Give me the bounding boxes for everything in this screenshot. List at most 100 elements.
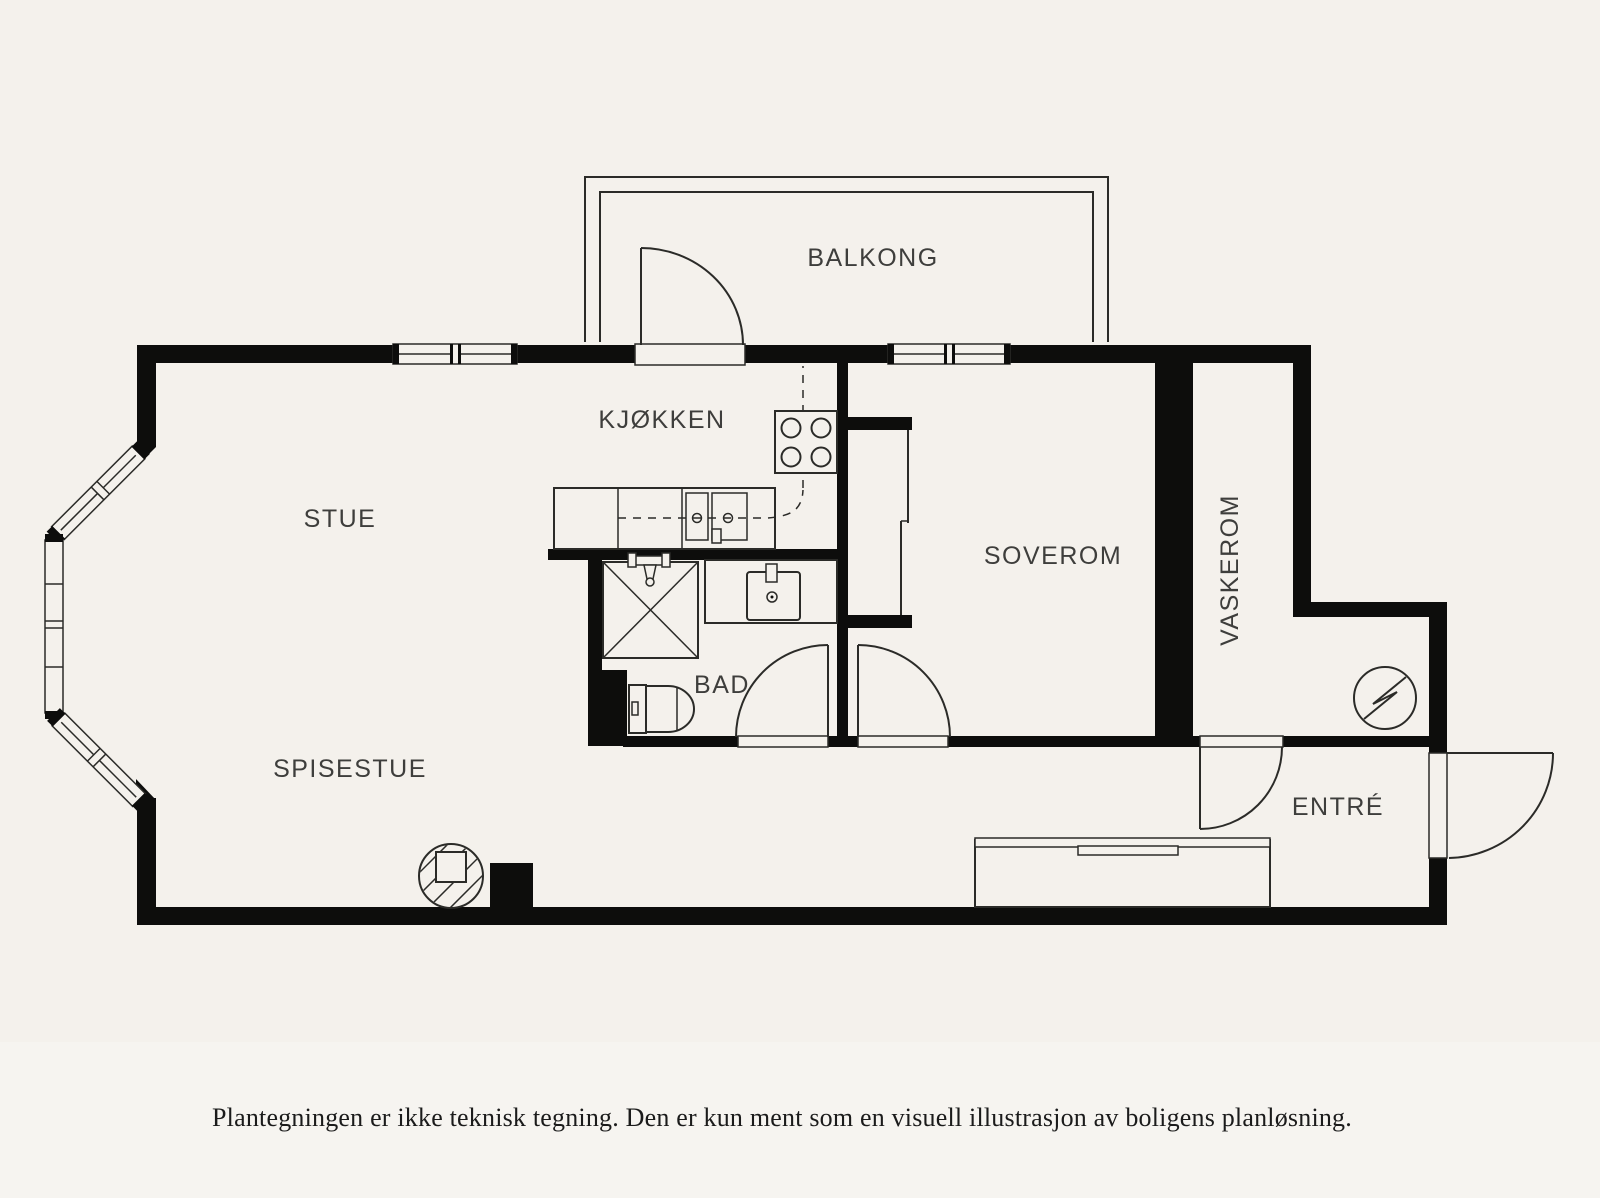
door-threshold xyxy=(634,343,746,366)
window-mullion xyxy=(944,344,947,364)
hallway-wardrobe xyxy=(974,837,1271,908)
bedroom-closet xyxy=(900,430,909,615)
column xyxy=(490,863,533,908)
stove-icon xyxy=(774,410,838,474)
entrance-door xyxy=(1428,752,1554,859)
window-cap xyxy=(511,344,517,364)
window-mullion xyxy=(96,480,111,495)
kitchen-sink-icon xyxy=(685,492,709,541)
bay-window-upper xyxy=(46,441,150,545)
shower-head-knob xyxy=(645,577,655,587)
balcony-rail-inner xyxy=(599,191,1094,342)
bay-window-lower xyxy=(47,708,151,812)
door-threshold xyxy=(1199,735,1284,748)
window-sash-line xyxy=(102,454,137,489)
door-threshold xyxy=(1428,752,1448,859)
wall-segment xyxy=(137,907,1447,925)
window-cap xyxy=(45,534,63,542)
closet-stub-wall xyxy=(848,417,912,430)
bathroom-fixtures xyxy=(602,552,838,734)
wall-segment xyxy=(1283,736,1447,747)
lightning-bolt-icon xyxy=(1363,676,1407,720)
room-label-balcony: BALKONG xyxy=(807,244,938,272)
door-swing-arc xyxy=(857,644,951,738)
door-threshold xyxy=(737,735,829,748)
doors xyxy=(634,247,1554,859)
electrical-panel-icon xyxy=(1353,666,1417,730)
toilet-bowl xyxy=(645,685,695,733)
room-label-bedroom: SOVEROM xyxy=(984,542,1122,570)
shower-bar-cap xyxy=(627,552,637,568)
shower-head-icon xyxy=(643,564,657,580)
wall-segment xyxy=(548,549,848,560)
bay-window-middle xyxy=(44,534,64,719)
toilet-button xyxy=(631,701,639,716)
laundry-door xyxy=(1199,735,1284,830)
drain-dot xyxy=(770,595,774,599)
window-cap xyxy=(1004,344,1010,364)
room-label-dining: SPISESTUE xyxy=(273,755,427,783)
wardrobe-sliding-panel xyxy=(1077,845,1179,856)
bathroom-vanity xyxy=(704,559,838,624)
wall-segment xyxy=(1429,857,1447,925)
drain-icon xyxy=(766,591,778,603)
wall-segment xyxy=(1293,602,1447,617)
burner-icon xyxy=(780,417,802,439)
chimney-flue xyxy=(435,851,467,883)
window-frame xyxy=(44,539,64,714)
burner-icon xyxy=(810,446,832,468)
windows xyxy=(44,343,1011,812)
balcony-railing xyxy=(584,176,1109,342)
window-sash-line xyxy=(60,492,99,531)
shower-cross-line xyxy=(602,561,699,659)
room-labels: BALKONG KJØKKEN STUE SOVEROM VASKEROM BA… xyxy=(273,244,1384,821)
window-living xyxy=(392,343,518,365)
window-cap xyxy=(131,441,150,460)
door-swing-arc xyxy=(1448,752,1554,859)
kitchen-fixtures xyxy=(553,366,838,550)
door-swing-arc xyxy=(640,247,744,346)
window-sash-line xyxy=(60,721,95,756)
door-swing-arc xyxy=(735,644,829,738)
wall-segment xyxy=(948,736,1200,747)
wall-segment xyxy=(137,798,156,925)
wall-segment xyxy=(137,345,156,447)
wall-segment xyxy=(588,670,627,746)
window-bedroom xyxy=(887,343,1011,365)
faucet-icon xyxy=(691,512,703,524)
tap-icon xyxy=(765,563,778,583)
bathroom-door xyxy=(735,644,829,748)
window-mullion xyxy=(952,344,955,364)
window-cap xyxy=(393,344,399,364)
window-cap xyxy=(131,792,151,812)
burner-icon xyxy=(810,417,832,439)
wall-segment xyxy=(1155,345,1193,747)
disclaimer-text: Plantegningen er ikke teknisk tegning. D… xyxy=(212,1103,1352,1132)
window-mullion xyxy=(450,344,453,364)
bedroom-door xyxy=(857,644,951,748)
wall-segment xyxy=(1293,345,1311,603)
wall-segment xyxy=(828,736,858,747)
counter-dashed-curve xyxy=(767,489,804,519)
room-label-kitchen: KJØKKEN xyxy=(598,406,725,434)
room-label-living: STUE xyxy=(304,505,377,533)
balcony-rail-outer xyxy=(584,176,1109,342)
room-label-entry: ENTRÉ xyxy=(1292,792,1384,821)
toilet-icon xyxy=(628,684,695,734)
window-sash-line xyxy=(98,759,137,798)
window-cap xyxy=(47,708,66,727)
kitchen-counter xyxy=(553,366,804,550)
window-cap xyxy=(888,344,894,364)
door-swing-arc xyxy=(1199,746,1283,830)
door-threshold xyxy=(857,735,949,748)
bottom-band xyxy=(0,1042,1600,1198)
window-mullion xyxy=(92,753,107,768)
wall-segment xyxy=(1429,617,1447,754)
shower-icon xyxy=(602,552,699,659)
tap-icon xyxy=(711,528,722,544)
walls xyxy=(45,345,1447,925)
balcony-door xyxy=(634,247,746,366)
wall-segment xyxy=(623,736,738,747)
